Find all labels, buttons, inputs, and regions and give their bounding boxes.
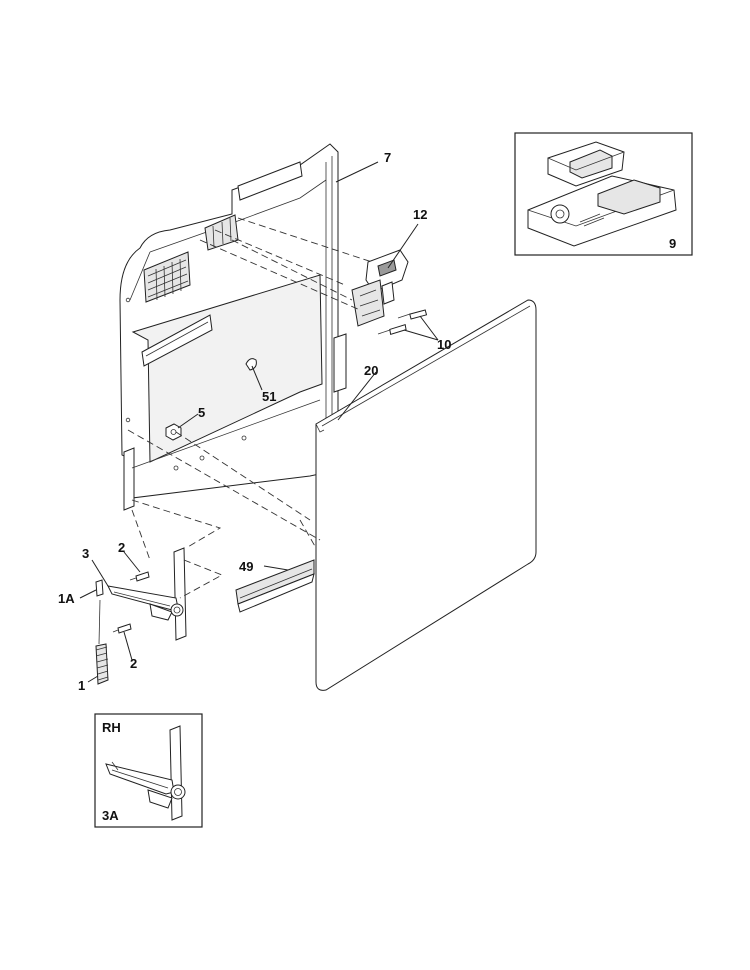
part-10-screws (377, 309, 428, 335)
label-9: 9 (669, 236, 676, 251)
left-bracket (123, 447, 135, 511)
inset-box-dispenser (514, 132, 693, 256)
inner-door-panel (119, 143, 347, 511)
part-51-clip (245, 358, 257, 371)
latch-assembly (351, 249, 409, 327)
label-20: 20 (364, 363, 378, 378)
label-1a: 1A (58, 591, 75, 606)
hinge-assembly (95, 547, 187, 685)
outer-door-panel (315, 299, 537, 691)
label-12: 12 (413, 207, 427, 222)
part-1a-clip (95, 579, 104, 597)
leader-lines (79, 161, 439, 683)
inset-box-rh-hinge (94, 713, 203, 828)
label-10: 10 (437, 337, 451, 352)
label-51: 51 (262, 389, 276, 404)
label-1: 1 (78, 678, 85, 693)
side-bracket (333, 333, 347, 393)
label-2-lower: 2 (130, 656, 137, 671)
label-3: 3 (82, 546, 89, 561)
vent-grille (143, 251, 191, 303)
label-49: 49 (239, 559, 253, 574)
part-49-trim-strip (235, 559, 315, 613)
part-5-nut (165, 423, 182, 441)
window-recess (141, 314, 213, 367)
part-labels: 7 12 10 20 51 5 9 49 3 2 1A 2 1 RH 3A (58, 150, 676, 823)
part-1-spring (95, 643, 109, 685)
label-rh: RH (102, 720, 121, 735)
alignment-lines (127, 217, 373, 599)
label-5: 5 (198, 405, 205, 420)
label-2-upper: 2 (118, 540, 125, 555)
label-7: 7 (384, 150, 391, 165)
label-3a: 3A (102, 808, 119, 823)
